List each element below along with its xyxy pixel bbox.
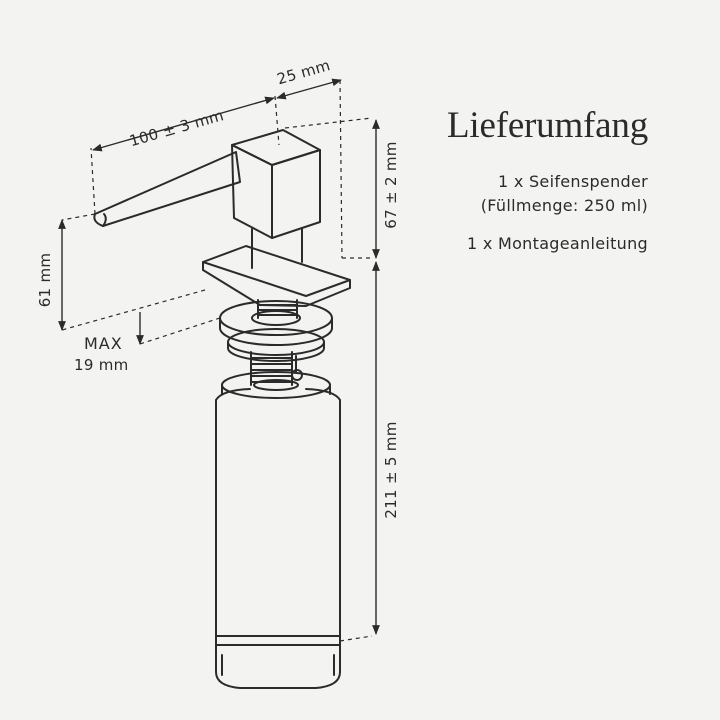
head-height-label: 67 ± 2 mm: [382, 141, 400, 228]
spout-length-label: 100 ± 3 mm: [127, 106, 225, 150]
extension-lines: [61, 79, 373, 642]
dimension-lines: [58, 78, 380, 635]
head-width-label: 25 mm: [275, 56, 332, 88]
item-line: 1 x Seifenspender: [497, 172, 648, 191]
dispenser-head: [231, 129, 321, 239]
lower-thread: [250, 351, 303, 386]
upper-thread: [257, 299, 298, 319]
spout-height-label: 61 mm: [36, 253, 54, 308]
bottle-height-label: 211 ± 5 mm: [382, 421, 400, 518]
base-plate: [202, 245, 351, 307]
max-label: MAX: [84, 334, 123, 353]
washer: [219, 300, 333, 346]
nut: [227, 328, 325, 362]
scope-of-delivery-panel: Lieferumfang 1 x Seifenspender (Füllmeng…: [348, 104, 648, 256]
item-line: (Füllmenge: 250 ml): [480, 196, 648, 215]
spout: [93, 151, 241, 227]
panel-title: Lieferumfang: [447, 105, 648, 146]
item-line: 1 x Montageanleitung: [466, 234, 648, 253]
max-value-label: 19 mm: [74, 356, 129, 374]
bottle-body: [215, 388, 341, 689]
